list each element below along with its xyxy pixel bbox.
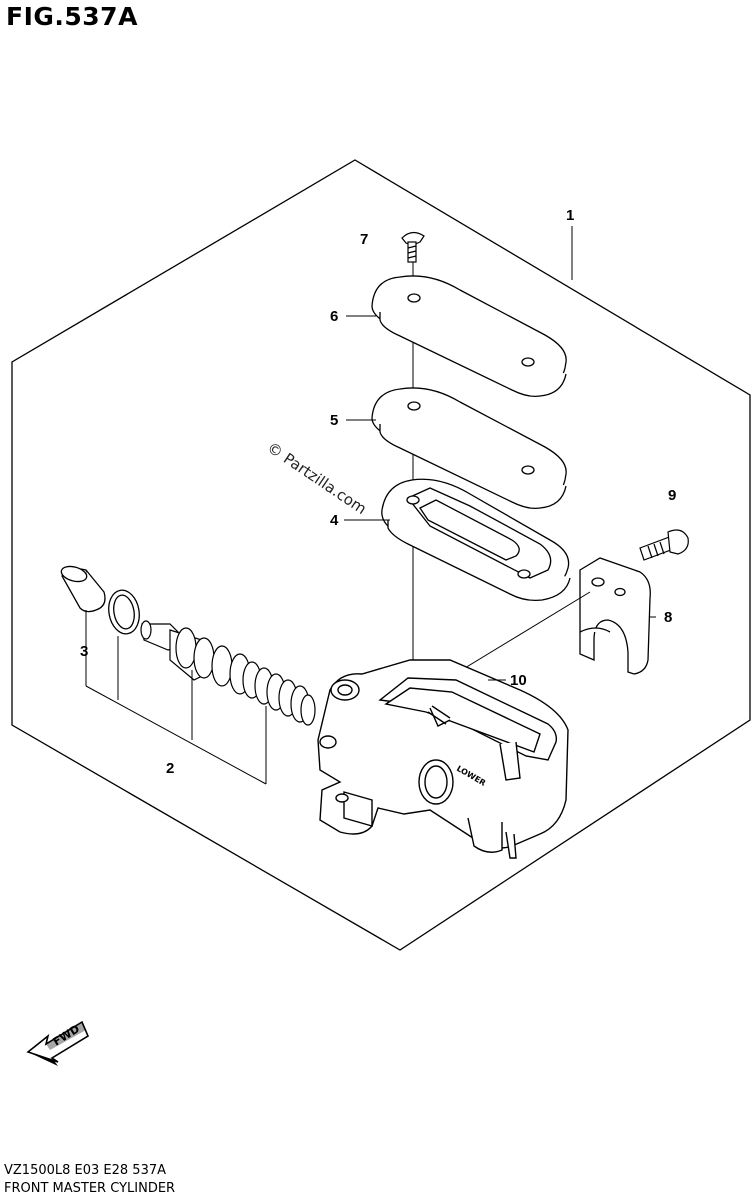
callout-6: 6 (330, 308, 338, 325)
snap-ring (108, 589, 140, 635)
callout-1: 1 (566, 207, 574, 224)
piston-set-part-2 (140, 620, 316, 726)
callout-10: 10 (510, 672, 527, 689)
callout-4: 4 (330, 512, 339, 529)
assembly-outline (11, 159, 751, 951)
master-cylinder-body (317, 659, 569, 859)
callout-5: 5 (330, 412, 338, 429)
dust-boot-part-3 (60, 565, 106, 613)
watermark-text: © Partzilla.com (264, 438, 370, 518)
clamp-bolt-part-9 (639, 529, 689, 561)
fwd-arrow-icon: FWD (26, 1020, 90, 1066)
callout-bracket-lines (85, 610, 267, 785)
handlebar-clamp-part-8 (579, 557, 651, 675)
callout-7: 7 (360, 231, 368, 248)
callout-2: 2 (166, 760, 174, 777)
callout-8: 8 (664, 609, 672, 626)
footer-part-name: FRONT MASTER CYLINDER (4, 1181, 176, 1196)
callout-3: 3 (80, 643, 88, 660)
figure-title: FIG.537A (6, 2, 138, 31)
diaphragm-part-4 (381, 478, 571, 602)
callout-9: 9 (668, 487, 676, 504)
reservoir-cap-part-6 (371, 275, 567, 398)
footer-model-code: VZ1500L8 E03 E28 537A (4, 1163, 167, 1178)
diaphragm-plate-part-5 (371, 387, 567, 510)
screw-part-7 (401, 231, 425, 263)
callout-leaders (344, 315, 656, 681)
